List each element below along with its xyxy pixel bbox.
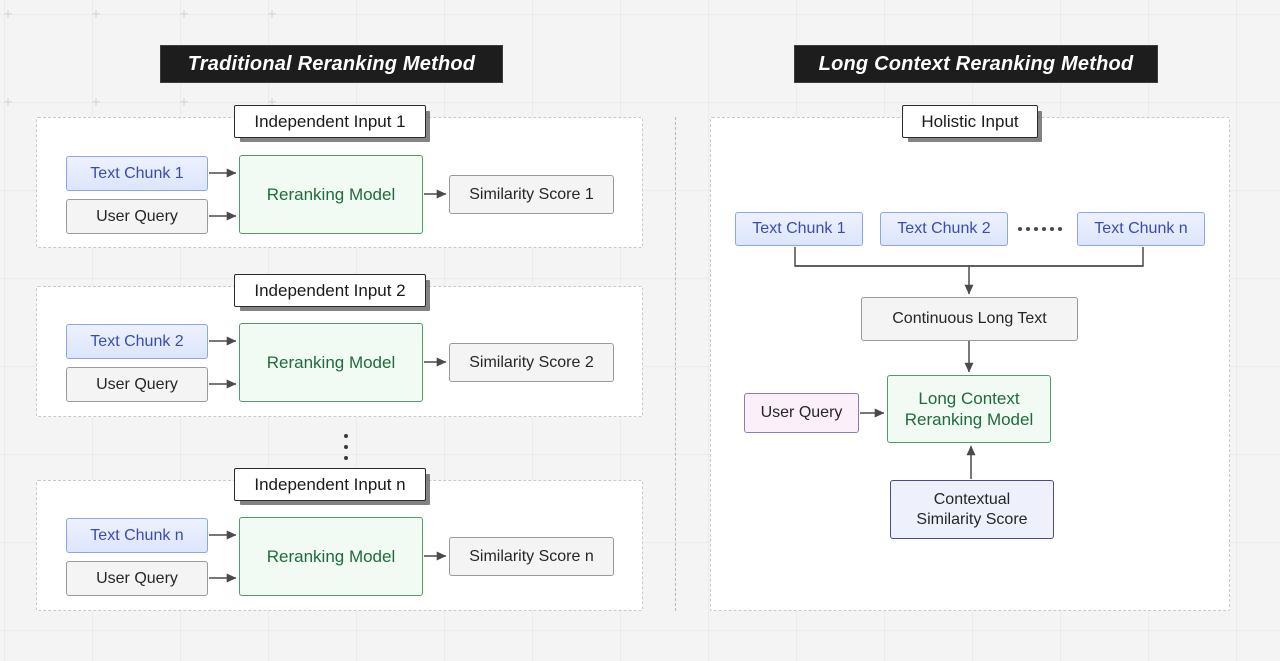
continuous-long-text-label: Continuous Long Text [892, 310, 1047, 327]
reranking-model-label-1: Reranking Model [266, 184, 396, 204]
center-divider [675, 117, 676, 611]
independent-input-card-1[interactable]: Independent Input 1 [234, 105, 426, 138]
text-chunk-label-n: Text Chunk n [90, 526, 184, 544]
text-chunk-box-n[interactable]: Text Chunk n [66, 518, 208, 553]
independent-input-label-1: Independent Input 1 [254, 111, 406, 131]
holistic-input-label: Holistic Input [921, 111, 1019, 131]
right-text-chunk-box-2[interactable]: Text Chunk 2 [880, 212, 1008, 246]
left-banner-label: Traditional Reranking Method [187, 52, 476, 75]
reranking-model-label-n: Reranking Model [266, 546, 396, 566]
reranking-model-box-1[interactable]: Reranking Model [239, 155, 423, 234]
independent-input-label-2: Independent Input 2 [254, 280, 406, 300]
right-user-query-label: User Query [760, 404, 843, 421]
user-query-box-n[interactable]: User Query [66, 561, 208, 596]
right-text-chunk-box-1[interactable]: Text Chunk 1 [735, 212, 863, 246]
text-chunk-label-2: Text Chunk 2 [90, 332, 184, 350]
contextual-similarity-score-label: Contextual Similarity Score [916, 490, 1028, 528]
right-text-chunk-label-2: Text Chunk 2 [897, 220, 991, 237]
contextual-similarity-score-box[interactable]: Contextual Similarity Score [890, 480, 1054, 539]
vertical-ellipsis-icon [344, 434, 348, 460]
continuous-long-text-box[interactable]: Continuous Long Text [861, 297, 1078, 341]
horizontal-ellipsis-icon [1018, 227, 1062, 231]
similarity-score-label-2: Similarity Score 2 [469, 353, 594, 371]
user-query-label-2: User Query [96, 375, 178, 393]
right-banner-label: Long Context Reranking Method [818, 52, 1134, 75]
text-chunk-box-2[interactable]: Text Chunk 2 [66, 324, 208, 359]
independent-input-card-n[interactable]: Independent Input n [234, 468, 426, 501]
reranking-model-box-2[interactable]: Reranking Model [239, 323, 423, 402]
similarity-score-label-1: Similarity Score 1 [469, 185, 594, 203]
user-query-label-1: User Query [96, 207, 178, 225]
user-query-box-1[interactable]: User Query [66, 199, 208, 234]
right-user-query-box[interactable]: User Query [744, 393, 859, 433]
long-context-reranking-model-label: Long Context Reranking Model [904, 388, 1034, 429]
user-query-box-2[interactable]: User Query [66, 367, 208, 402]
long-context-reranking-model-box[interactable]: Long Context Reranking Model [887, 375, 1051, 443]
text-chunk-box-1[interactable]: Text Chunk 1 [66, 156, 208, 191]
text-chunk-label-1: Text Chunk 1 [90, 164, 184, 182]
similarity-score-box-2[interactable]: Similarity Score 2 [449, 343, 614, 382]
reranking-model-label-2: Reranking Model [266, 352, 396, 372]
reranking-model-box-n[interactable]: Reranking Model [239, 517, 423, 596]
independent-input-card-2[interactable]: Independent Input 2 [234, 274, 426, 307]
similarity-score-label-n: Similarity Score n [469, 547, 594, 565]
holistic-input-card[interactable]: Holistic Input [902, 105, 1038, 138]
similarity-score-box-1[interactable]: Similarity Score 1 [449, 175, 614, 214]
right-text-chunk-box-n[interactable]: Text Chunk n [1077, 212, 1205, 246]
right-method-banner: Long Context Reranking Method [794, 45, 1158, 83]
right-text-chunk-label-1: Text Chunk 1 [752, 220, 846, 237]
independent-input-label-n: Independent Input n [254, 474, 406, 494]
right-text-chunk-label-n: Text Chunk n [1094, 220, 1188, 237]
similarity-score-box-n[interactable]: Similarity Score n [449, 537, 614, 576]
left-method-banner: Traditional Reranking Method [160, 45, 503, 83]
user-query-label-n: User Query [96, 569, 178, 587]
